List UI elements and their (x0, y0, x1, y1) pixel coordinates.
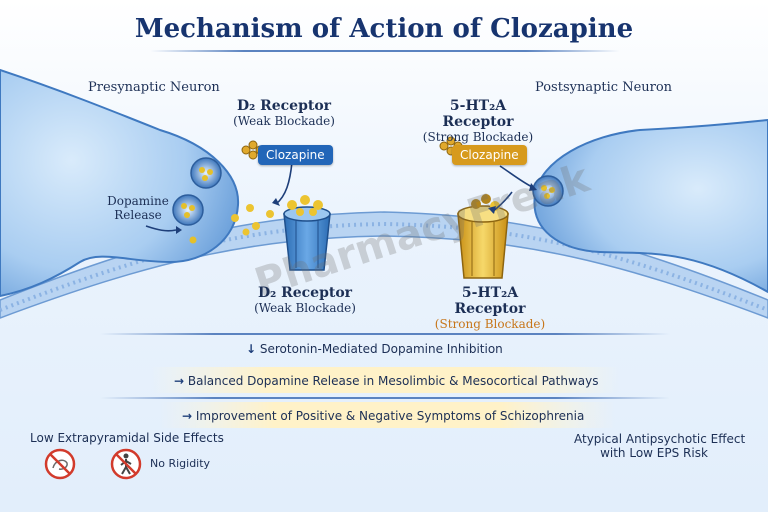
5ht2a-receptor-bottom-title: 5-HT₂A Receptor (454, 285, 526, 317)
step-1-text: Serotonin-Mediated Dopamine Inhibition (259, 342, 503, 356)
low-eps-title: Low Extrapyramidal Side Effects (30, 431, 224, 445)
clozapine-pill-left: Clozapine (258, 145, 333, 165)
5ht2a-receptor-bottom-label: 5-HT₂A Receptor (Strong Blockade) (425, 285, 555, 331)
step-3-text: Improvement of Positive & Negative Sympt… (195, 409, 585, 423)
title-underline (150, 50, 620, 52)
step-1: ↓ Serotonin-Mediated Dopamine Inhibition (246, 342, 503, 356)
divider (100, 333, 670, 335)
d2-receptor (283, 195, 331, 271)
d2-receptor-title: D₂ Receptor (236, 98, 332, 114)
atypical-effect-note: Atypical Antipsychotic Effect with Low E… (574, 432, 746, 460)
right-arrow-icon: → (174, 374, 185, 388)
d2-receptor-bottom-title: D₂ Receptor (257, 285, 353, 301)
divider (100, 397, 670, 399)
postsynaptic-neuron-label: Postsynaptic Neuron (535, 80, 673, 95)
clozapine-pill-right: Clozapine (452, 145, 527, 165)
atypical-effect-line1: Atypical Antipsychotic Effect (574, 432, 746, 446)
5ht2a-receptor-top-label: 5-HT₂A Receptor (Strong Blockade) (413, 98, 543, 144)
5ht2a-receptor-subtitle: (Strong Blockade) (422, 130, 534, 144)
no-rigidity-label: No Rigidity (150, 457, 211, 470)
step-2-text: Balanced Dopamine Release in Mesolimbic … (187, 374, 599, 388)
no-rigidity-icon (110, 448, 142, 480)
5ht2a-receptor-title: 5-HT₂A Receptor (442, 98, 514, 130)
dopamine-release-label: Dopamine Release (98, 194, 178, 222)
right-arrow-icon: → (182, 409, 193, 423)
step-2: → Balanced Dopamine Release in Mesolimbi… (174, 374, 598, 388)
d2-receptor-bottom-label: D₂ Receptor (Weak Blockade) (245, 285, 365, 315)
5ht2a-receptor-bottom-subtitle: (Strong Blockade) (434, 317, 546, 331)
dopamine-release-line1: Dopamine (107, 194, 169, 208)
no-tremor-icon (44, 448, 76, 480)
step-3: → Improvement of Positive & Negative Sym… (182, 409, 584, 423)
presynaptic-neuron-label: Presynaptic Neuron (88, 80, 220, 95)
d2-receptor-subtitle: (Weak Blockade) (233, 114, 335, 128)
atypical-effect-line2: with Low EPS Risk (600, 446, 708, 460)
dopamine-release-line2: Release (114, 208, 162, 222)
d2-receptor-bottom-subtitle: (Weak Blockade) (254, 301, 356, 315)
page-title: Mechanism of Action of Clozapine (134, 14, 634, 44)
down-arrow-icon: ↓ (246, 342, 257, 356)
d2-receptor-top-label: D₂ Receptor (Weak Blockade) (224, 98, 344, 128)
